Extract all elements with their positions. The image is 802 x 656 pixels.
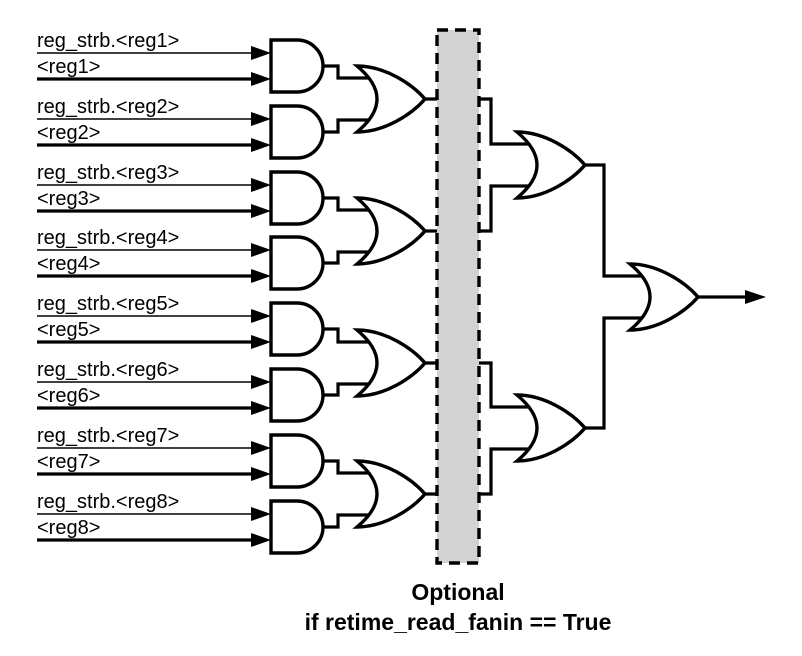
and-gates — [269, 38, 325, 555]
input-label-strobe-3: reg_strb.<reg3> — [37, 162, 180, 184]
arrowhead-icon — [251, 204, 271, 218]
caption-line-2: if retime_read_fanin == True — [304, 609, 612, 635]
or-gate-4 — [355, 459, 427, 529]
arrowhead-icon — [251, 533, 271, 547]
or-gates-level1 — [355, 64, 427, 529]
arrowhead-icon — [251, 178, 271, 192]
arrowhead-icon — [251, 269, 271, 283]
input-label-strobe-7: reg_strb.<reg7> — [37, 425, 180, 447]
input-label-reg-3: <reg3> — [37, 188, 101, 210]
input-wires — [37, 52, 251, 542]
input-label-strobe-1: reg_strb.<reg1> — [37, 30, 180, 52]
and-gate-4 — [269, 235, 325, 291]
or-gate-3 — [355, 328, 427, 398]
or-gate-final — [628, 262, 700, 332]
arrowhead-icon — [251, 375, 271, 389]
wire-or6-final — [585, 316, 646, 430]
input-label-reg-5: <reg5> — [37, 319, 101, 341]
wire-and1-or1 — [323, 64, 372, 80]
wire-and2-or1 — [323, 118, 372, 134]
wire-and7-or4 — [323, 459, 372, 475]
or2-to-final-wires — [585, 163, 646, 430]
arrowhead-icon — [251, 507, 271, 521]
arrowhead-icon — [251, 441, 271, 455]
or-gate-2 — [355, 196, 427, 266]
and-gate-3 — [269, 170, 325, 226]
input-label-reg-6: <reg6> — [37, 385, 101, 407]
wire-and6-or3 — [323, 382, 372, 397]
arrowhead-icon — [251, 335, 271, 349]
and-gate-8 — [269, 499, 325, 555]
arrowhead-icon — [251, 138, 271, 152]
arrowhead-icon — [251, 112, 271, 126]
arrowhead-icon — [251, 243, 271, 257]
input-label-strobe-8: reg_strb.<reg8> — [37, 491, 180, 513]
or-gate-1 — [355, 64, 427, 134]
input-label-reg-7: <reg7> — [37, 451, 101, 473]
input-label-strobe-5: reg_strb.<reg5> — [37, 293, 180, 315]
input-label-strobe-6: reg_strb.<reg6> — [37, 359, 180, 381]
arrowhead-icon — [251, 46, 271, 60]
and-to-or-wires — [323, 64, 372, 529]
and-gate-5 — [269, 301, 325, 357]
input-label-reg-2: <reg2> — [37, 122, 101, 144]
arrowhead-icon — [251, 309, 271, 323]
input-label-reg-1: <reg1> — [37, 56, 101, 78]
arrowhead-icon — [251, 401, 271, 415]
input-arrowheads — [251, 46, 271, 547]
input-label-strobe-2: reg_strb.<reg2> — [37, 96, 180, 118]
caption-line-1: Optional — [411, 579, 505, 605]
input-label-reg-4: <reg4> — [37, 253, 101, 275]
and-gate-7 — [269, 433, 325, 489]
wire-or5-final — [585, 163, 646, 278]
or-gates-level2 — [515, 130, 587, 463]
and-gate-1 — [269, 38, 325, 94]
wire-and3-or2 — [323, 196, 372, 212]
or-gate-6 — [515, 393, 587, 463]
input-label-reg-8: <reg8> — [37, 517, 101, 539]
optional-retime-stage-box — [435, 28, 481, 565]
arrowhead-icon — [251, 467, 271, 481]
and-gate-2 — [269, 104, 325, 160]
or-gate-5 — [515, 130, 587, 200]
caption: Optional if retime_read_fanin == True — [148, 577, 768, 637]
output-arrowhead-icon — [745, 290, 766, 304]
arrowhead-icon — [251, 72, 271, 86]
wire-and4-or2 — [323, 250, 372, 265]
wire-and5-or3 — [323, 327, 372, 344]
input-label-strobe-4: reg_strb.<reg4> — [37, 227, 180, 249]
wire-and8-or4 — [323, 513, 372, 529]
and-gate-6 — [269, 367, 325, 423]
